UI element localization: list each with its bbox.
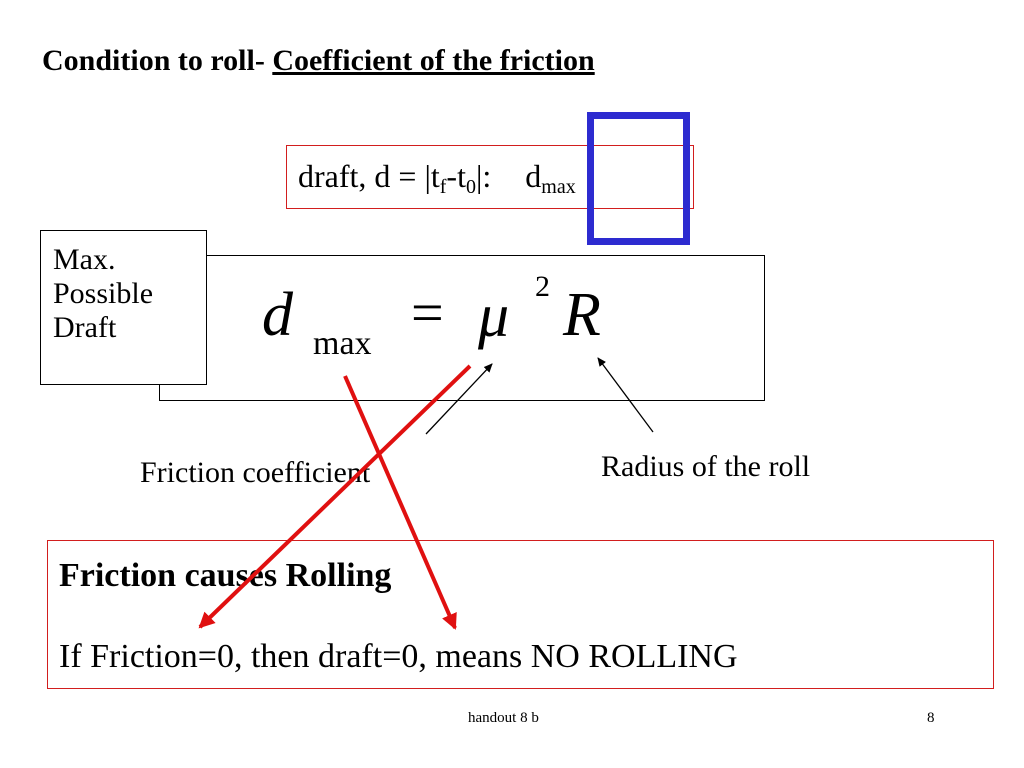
max-label-line1: Max. bbox=[53, 243, 116, 276]
friction-coefficient-label: Friction coefficient bbox=[140, 456, 371, 489]
draft-sub-0: 0 bbox=[465, 176, 476, 198]
slide-title: Condition to roll- Coefficient of the fr… bbox=[42, 46, 595, 76]
draft-definition-box bbox=[286, 145, 694, 209]
draft-end: |: bbox=[475, 158, 492, 194]
draft-mid: -t bbox=[446, 158, 466, 194]
draft-sub-f: f bbox=[439, 176, 447, 198]
formula-box bbox=[159, 255, 765, 401]
dmax-base: d bbox=[525, 158, 542, 194]
max-label-line2: Possible bbox=[53, 277, 154, 310]
max-possible-draft-label: Max. Possible Draft bbox=[40, 230, 207, 385]
formula-exponent: 2 bbox=[535, 270, 550, 303]
draft-definition: draft, d = |tf-t0|: dmax bbox=[298, 158, 576, 197]
formula-equals: = bbox=[411, 280, 444, 345]
formula-mu: μ bbox=[478, 282, 510, 350]
footer-handout: handout 8 b bbox=[468, 710, 539, 726]
formula-max-subscript: max bbox=[313, 325, 372, 362]
statement-line: If Friction=0, then draft=0, means NO RO… bbox=[59, 638, 738, 675]
statement-box bbox=[47, 540, 994, 689]
dmax-sub: max bbox=[541, 176, 576, 198]
max-label-line3: Draft bbox=[53, 311, 117, 344]
dmax-highlight-box bbox=[587, 112, 690, 245]
formula-R: R bbox=[563, 281, 601, 349]
radius-label: Radius of the roll bbox=[601, 450, 811, 483]
draft-lead: draft, d = |t bbox=[298, 158, 440, 194]
statement-heading: Friction causes Rolling bbox=[59, 557, 392, 594]
footer-page-number: 8 bbox=[927, 710, 935, 726]
title-prefix: Condition to roll- bbox=[42, 44, 273, 77]
formula-d: d bbox=[262, 281, 293, 349]
title-emphasis: Coefficient of the friction bbox=[272, 44, 595, 77]
